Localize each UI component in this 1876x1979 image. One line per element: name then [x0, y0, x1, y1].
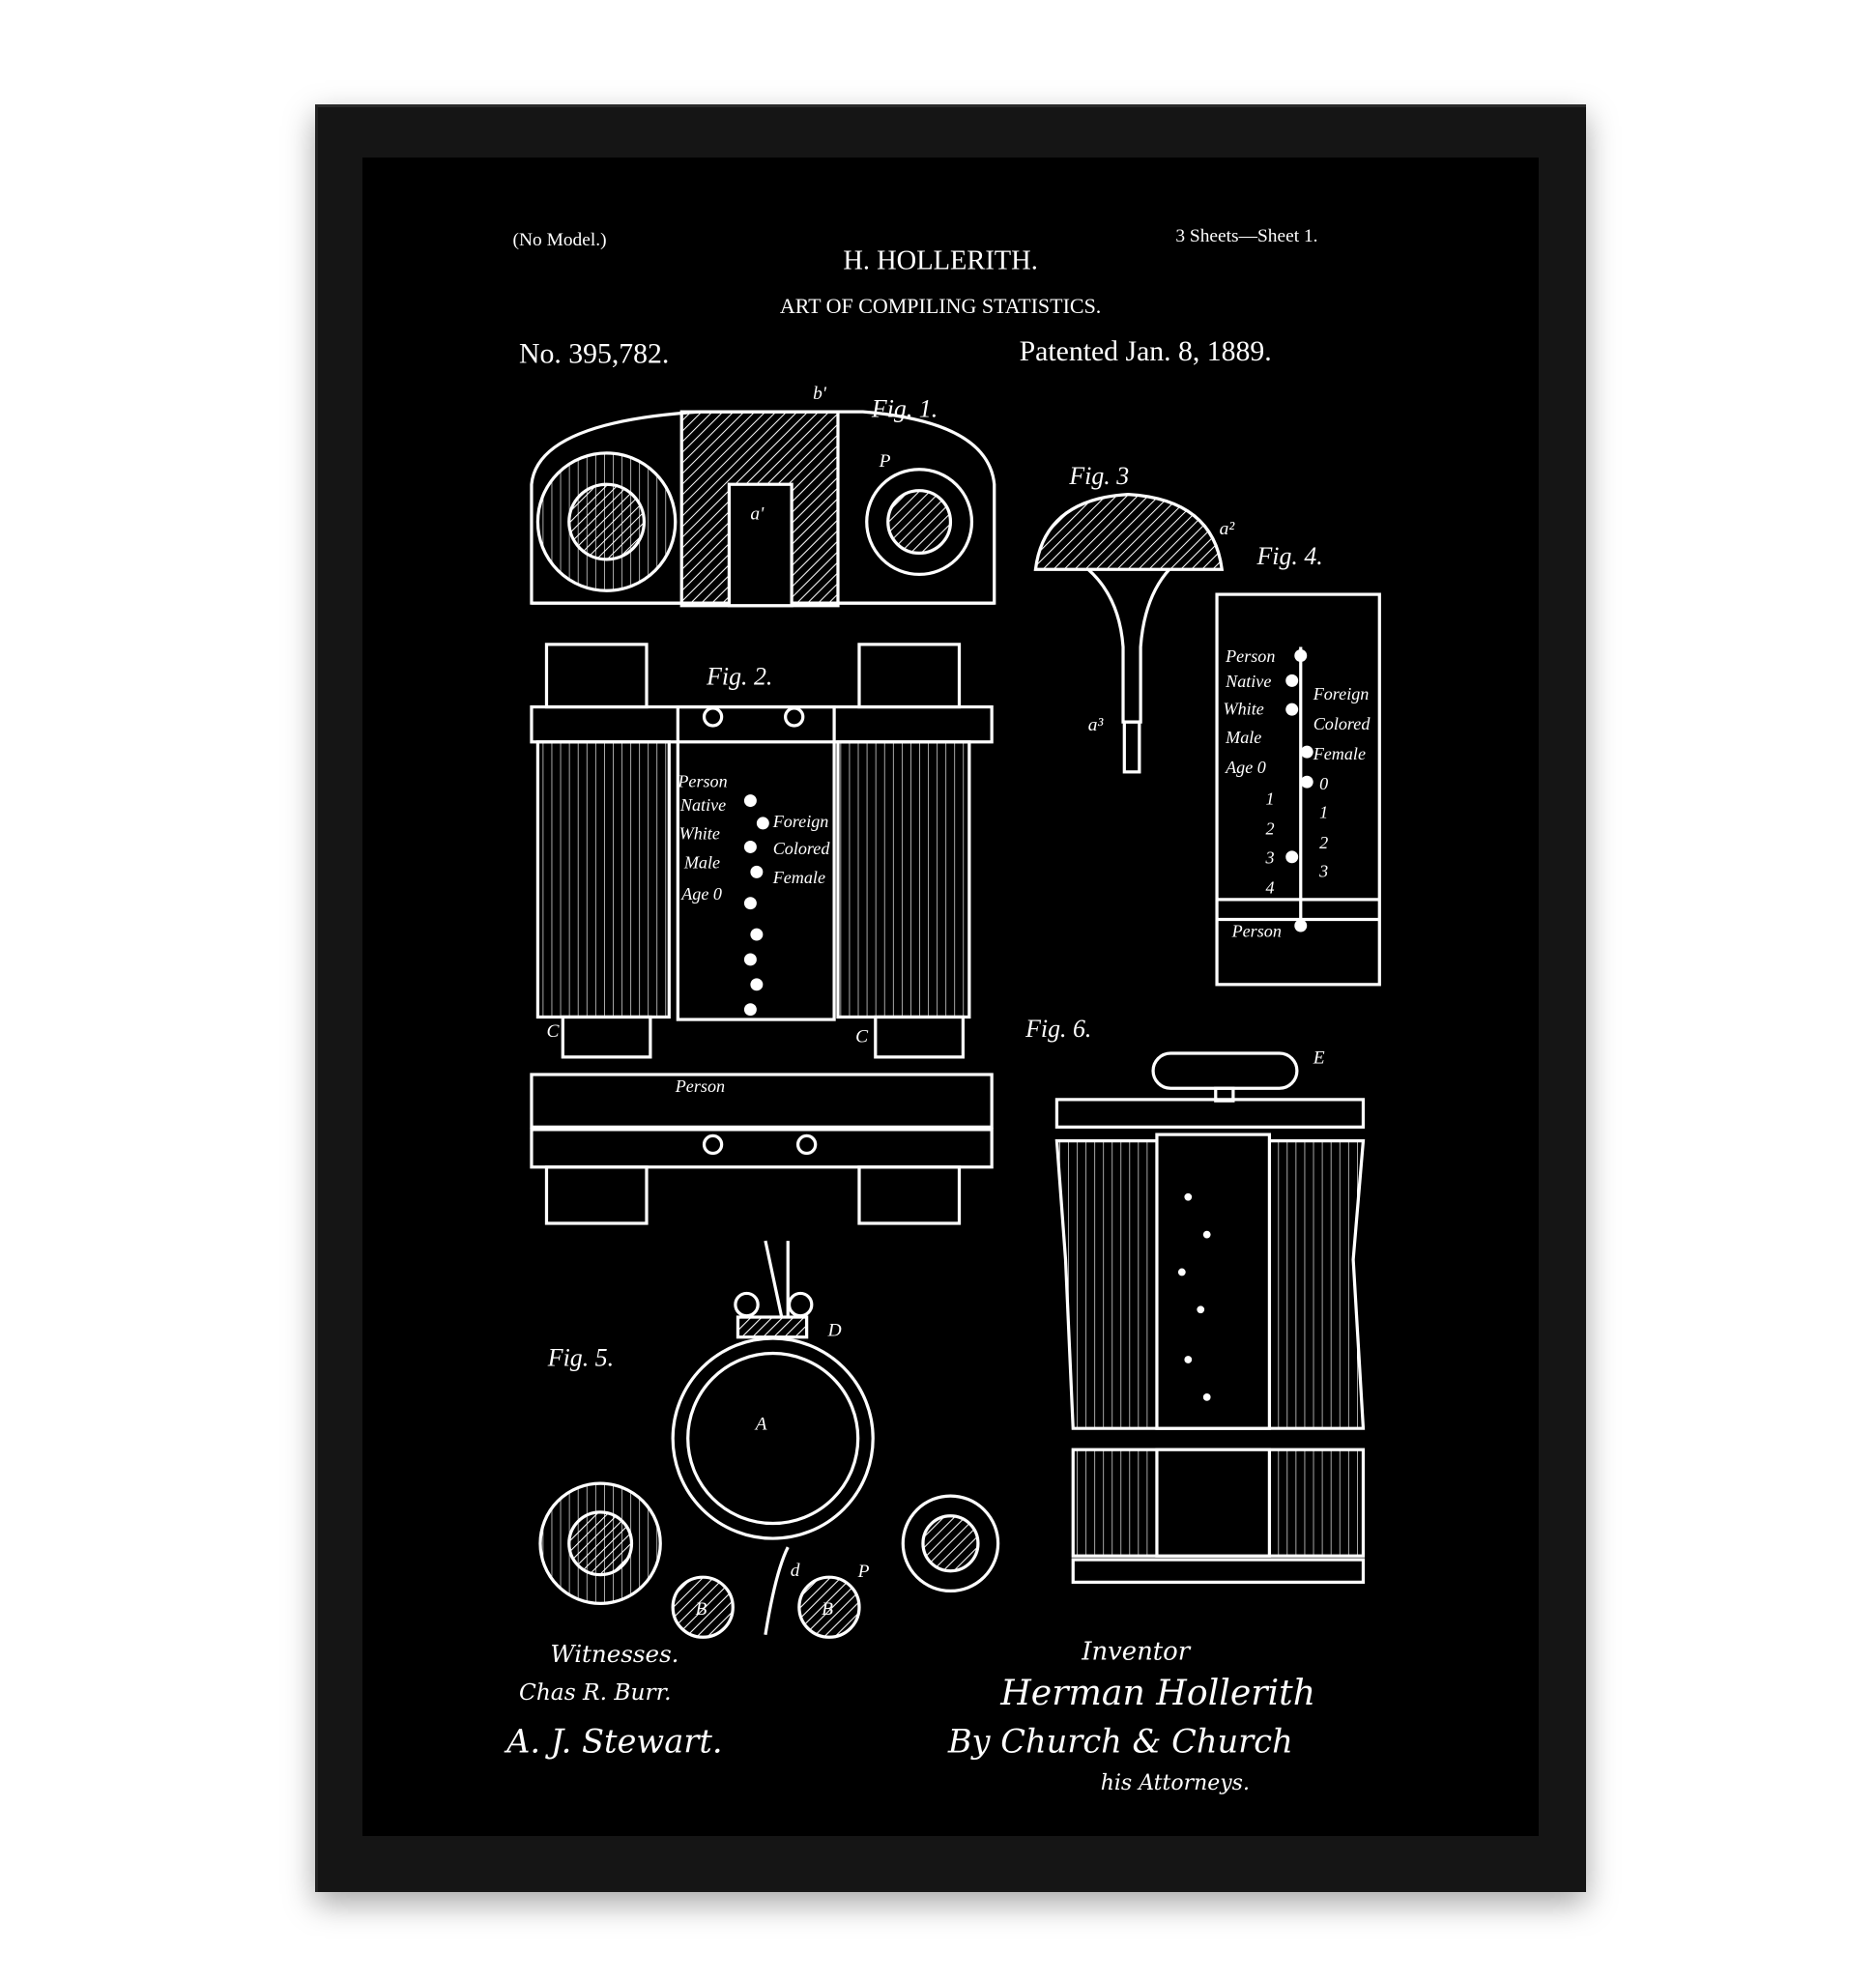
inventor-name: H. HOLLERITH.	[843, 246, 1038, 276]
part-p: P	[879, 451, 891, 472]
attorneys-label: his Attorneys.	[1101, 1771, 1250, 1795]
card-label-r0: 0	[1319, 774, 1328, 793]
figure-2-drawing	[530, 643, 994, 1225]
fig4-label: Fig. 4.	[1255, 542, 1322, 570]
part-e: E	[1313, 1047, 1325, 1068]
card-label-2: 2	[1266, 819, 1275, 839]
part-c-left: C	[546, 1021, 560, 1042]
fig2-label-person: Person	[677, 771, 727, 790]
witness-1-signature: Chas R. Burr.	[519, 1679, 672, 1706]
figure-6-drawing	[1054, 1051, 1366, 1584]
figure-5-drawing	[538, 1240, 1000, 1639]
figure-1-drawing	[530, 410, 996, 608]
fig3-label: Fig. 3	[1068, 462, 1129, 490]
model-note: (No Model.)	[513, 230, 607, 250]
fig1-label: Fig. 1.	[871, 394, 938, 422]
part-c-right: C	[855, 1026, 869, 1047]
fig2-label-male: Male	[683, 852, 720, 872]
fig2-label-colored: Colored	[773, 839, 831, 858]
figure-4-drawing	[1215, 592, 1381, 987]
part-p-fig5: P	[857, 1562, 870, 1582]
fig2-label-foreign: Foreign	[772, 812, 829, 831]
card-label-r2: 2	[1319, 833, 1328, 852]
fig2-label-bottom-person: Person	[675, 1076, 725, 1096]
part-b-left: B	[695, 1599, 707, 1620]
part-a-prime: a'	[750, 503, 765, 524]
card-label-r1: 1	[1319, 803, 1328, 822]
fig2-label: Fig. 2.	[706, 662, 772, 690]
card-label-1: 1	[1266, 789, 1275, 808]
fig2-label-female: Female	[772, 868, 825, 887]
part-b-prime: b'	[813, 384, 827, 404]
inventor-signature: Herman Hollerith	[999, 1672, 1315, 1713]
inventor-label: Inventor	[1081, 1638, 1191, 1667]
figure-3-drawing	[1033, 492, 1225, 774]
attorneys-signature: By Church & Church	[947, 1722, 1293, 1760]
part-d-small: d	[791, 1561, 800, 1581]
card-label-male: Male	[1225, 728, 1261, 747]
fig6-label: Fig. 6.	[1025, 1015, 1091, 1043]
card-label-female: Female	[1313, 744, 1366, 763]
card-label-foreign: Foreign	[1313, 684, 1370, 703]
sheet-number: 3 Sheets—Sheet 1.	[1175, 226, 1317, 246]
card-label-r3: 3	[1318, 862, 1328, 881]
part-b-right: B	[822, 1599, 833, 1620]
card-label-white: White	[1224, 699, 1264, 718]
fig2-label-native: Native	[679, 795, 726, 815]
card-label-age-0: Age 0	[1225, 758, 1266, 777]
card-label-4: 4	[1266, 877, 1275, 897]
card-label-bottom-person: Person	[1231, 922, 1282, 941]
part-a2: a²	[1220, 519, 1236, 539]
card-label-person: Person	[1225, 646, 1275, 666]
part-a3: a³	[1088, 715, 1105, 735]
patent-date: Patented Jan. 8, 1889.	[1020, 335, 1272, 367]
card-label-colored: Colored	[1313, 714, 1371, 733]
fig5-label: Fig. 5.	[547, 1343, 614, 1371]
part-d: D	[827, 1320, 842, 1340]
fig2-label-white: White	[679, 824, 720, 844]
fig2-label-age-0: Age 0	[680, 884, 722, 903]
patent-title: ART OF COMPILING STATISTICS.	[780, 294, 1101, 318]
witnesses-label: Witnesses.	[550, 1640, 678, 1668]
witness-2-signature: A. J. Stewart.	[504, 1722, 722, 1760]
card-label-3: 3	[1265, 847, 1275, 867]
card-label-native: Native	[1225, 672, 1271, 691]
patent-number: No. 395,782.	[519, 338, 669, 370]
part-a: A	[754, 1414, 767, 1434]
